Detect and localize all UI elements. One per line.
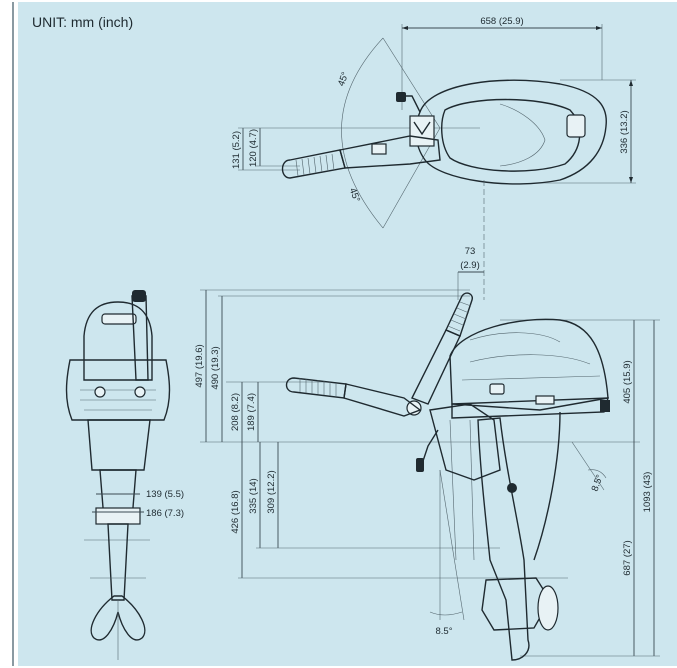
dim-131: 131 (5.2)	[231, 131, 242, 169]
dim-1093: 1093 (43)	[642, 472, 653, 513]
dim-189: 189 (7.4)	[246, 393, 257, 431]
dim-139: 139 (5.5)	[146, 489, 184, 500]
dim-336: 336 (13.2)	[619, 110, 630, 153]
rear-view: 139 (5.5) 186 (7.3)	[65, 290, 184, 660]
dim-73: 73	[465, 246, 476, 257]
dim-426: 426 (16.8)	[230, 490, 241, 533]
dim-497: 497 (19.6)	[194, 344, 205, 387]
left-border	[2, 2, 14, 666]
dim-335: 335 (14)	[248, 478, 259, 513]
unit-label: UNIT: mm (inch)	[32, 14, 134, 30]
tilt-angle-bottom: 8.5°	[435, 626, 452, 637]
dim-405: 405 (15.9)	[622, 360, 633, 403]
dim-490: 490 (19.3)	[210, 346, 221, 389]
diagram-panel	[18, 2, 677, 666]
dim-73-inch: (2.9)	[460, 260, 480, 271]
dim-687: 687 (27)	[622, 540, 633, 575]
dim-658: 658 (25.9)	[480, 16, 523, 27]
angle-45-up: 45°	[336, 70, 351, 87]
angle-45-down: 45°	[347, 187, 362, 204]
dim-120: 120 (4.7)	[248, 129, 259, 167]
dim-208: 208 (8.2)	[230, 393, 241, 431]
dim-309: 309 (12.2)	[266, 470, 277, 513]
top-view: 658 (25.9) 336 (13.2) 45° 45° 131 (5.2) …	[231, 16, 636, 300]
dim-186: 186 (7.3)	[146, 508, 184, 519]
side-view: 73 (2.9) 497 (19.6) 490 (19.3) 208 (8.2)…	[194, 246, 660, 661]
tilt-angle-right: 8.5°	[590, 473, 606, 493]
